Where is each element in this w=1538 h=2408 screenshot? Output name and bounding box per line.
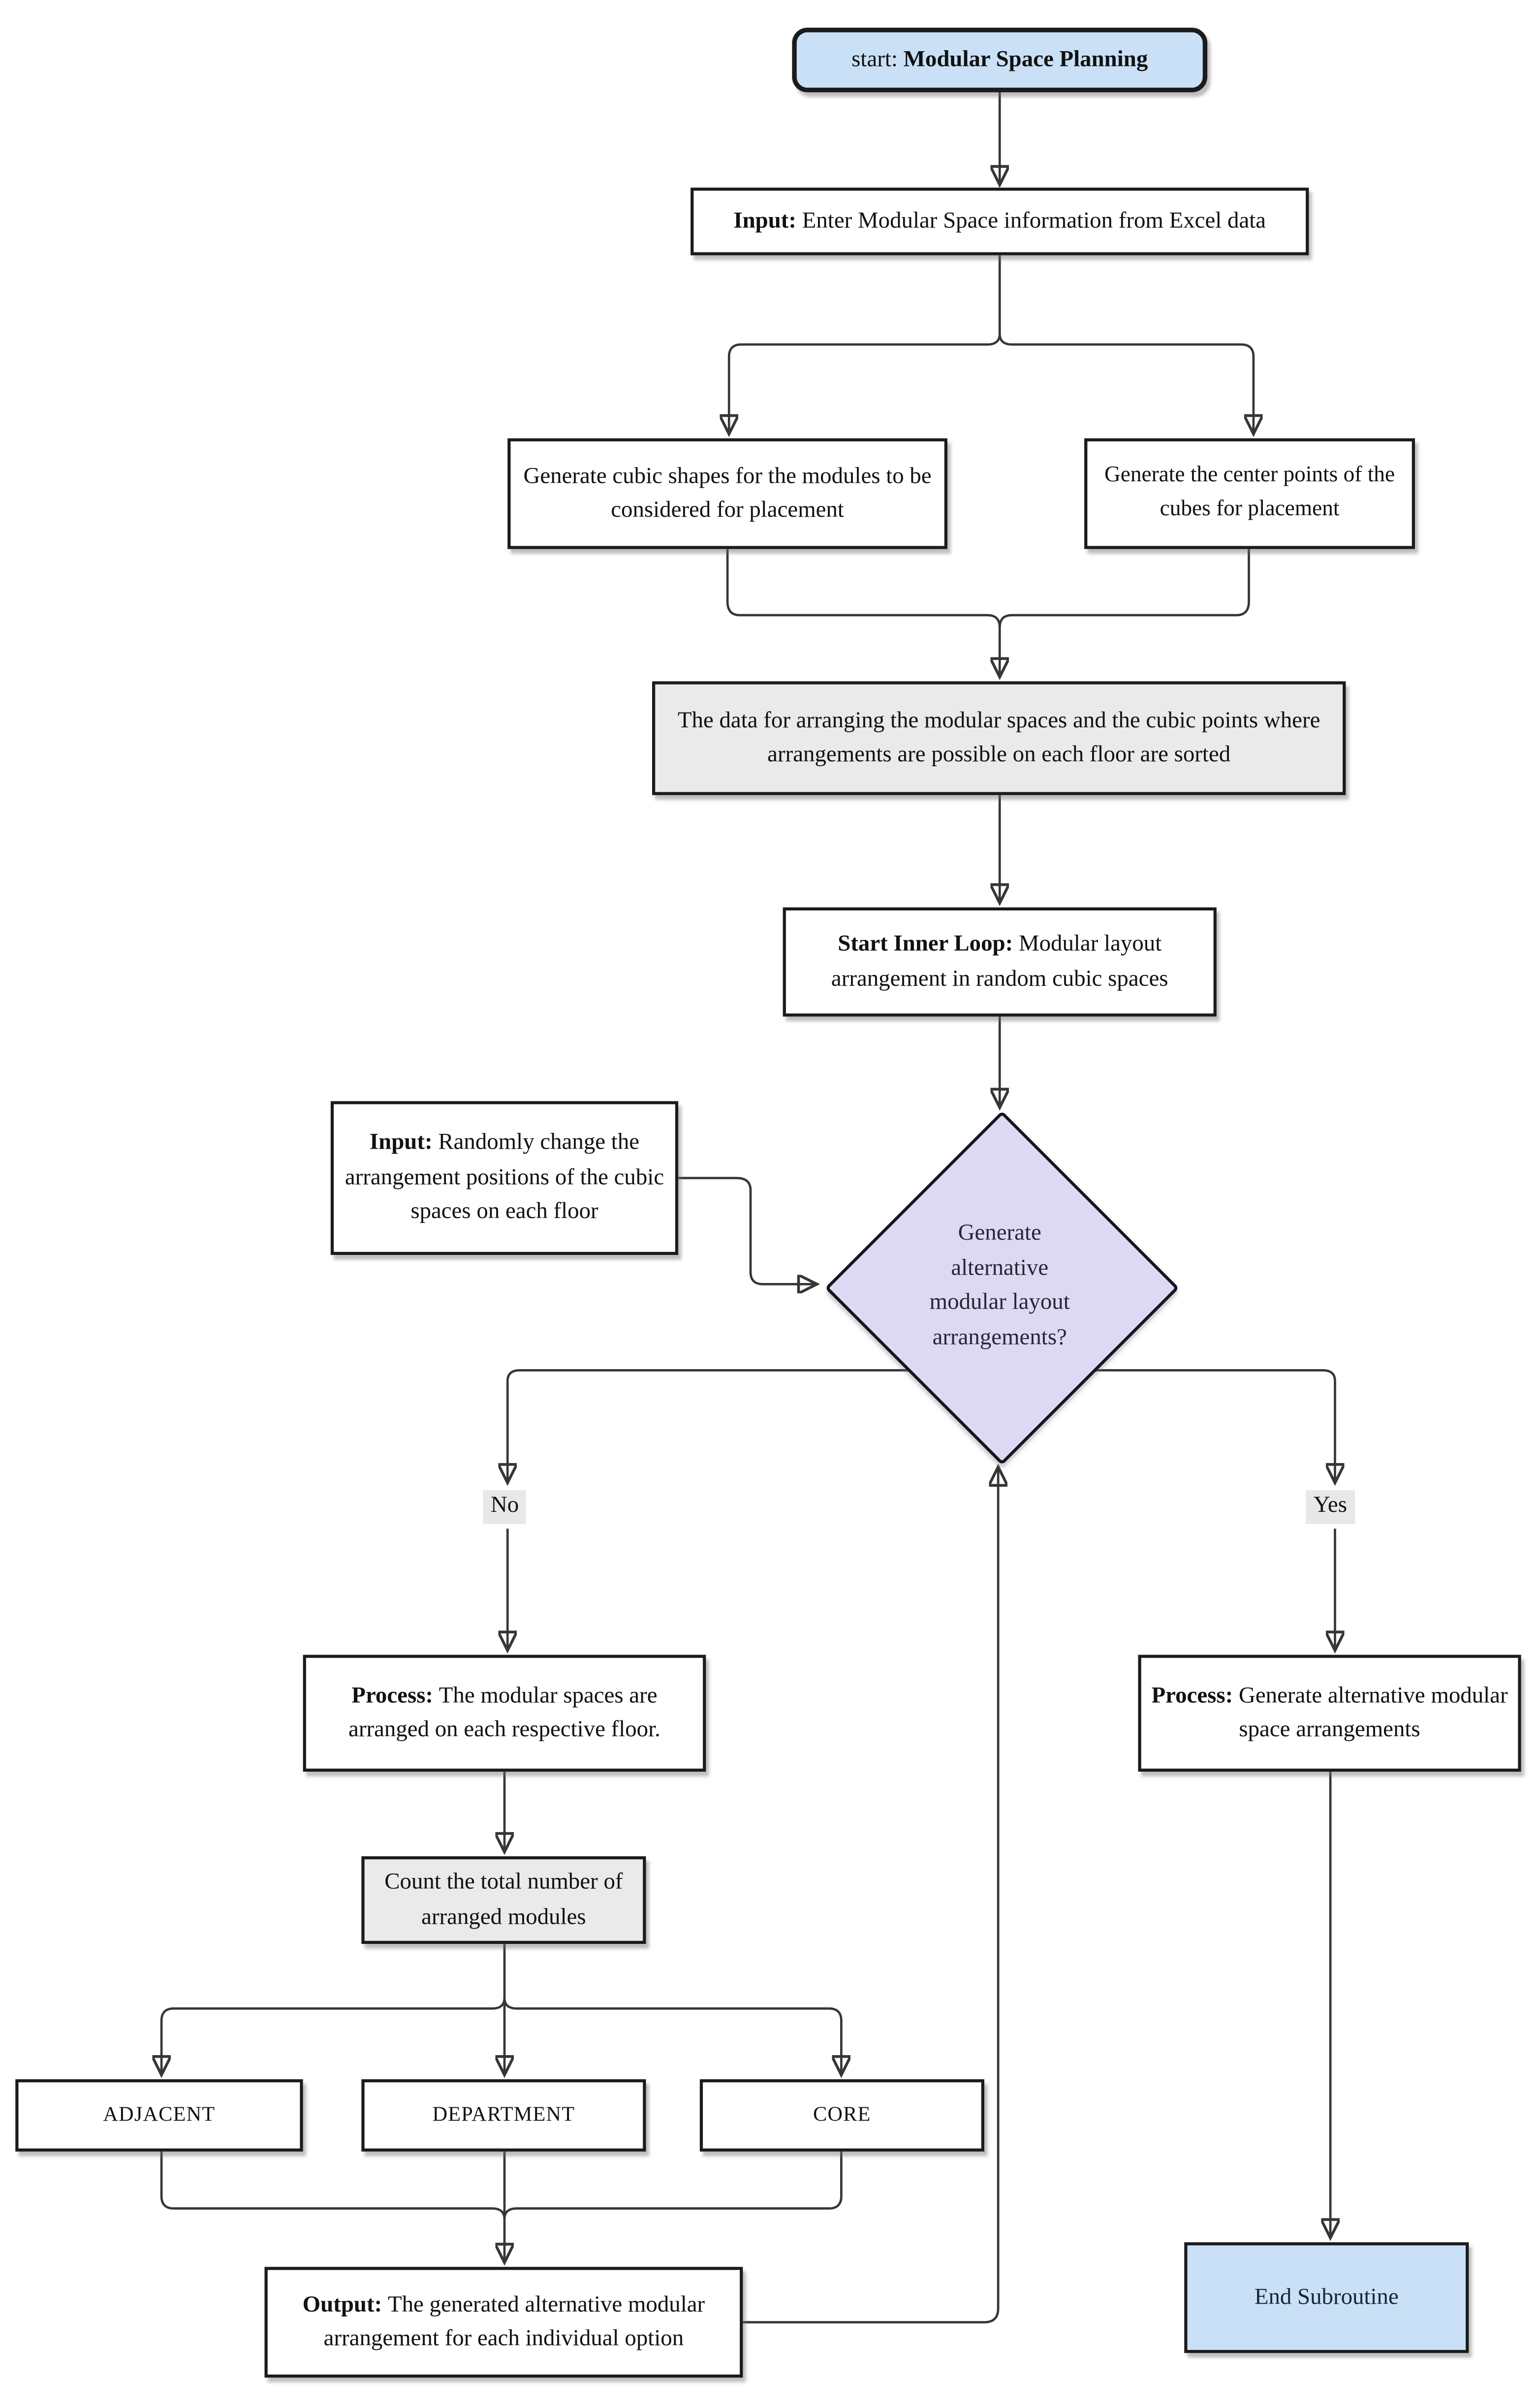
edge-output-to-decision-feedback — [743, 1469, 998, 2324]
count-node: Count the total number of arranged modul… — [361, 1856, 646, 1944]
inner-loop-node: Start Inner Loop:Modular layout arrangem… — [783, 907, 1217, 1017]
core-label: CORE — [813, 2103, 871, 2126]
start-node: start:Modular Space Planning — [792, 28, 1208, 93]
count-label: Count the total number of arranged modul… — [384, 1870, 623, 1930]
process-no-label: Process:The modular spaces are arranged … — [348, 1683, 660, 1743]
input-excel-node: Input:Enter Modular Space information fr… — [691, 188, 1309, 255]
edge-genshapes-to-merge — [726, 549, 1001, 628]
generate-points-node: Generate the center points of the cubes … — [1084, 438, 1415, 549]
sort-data-label: The data for arranging the modular space… — [677, 708, 1320, 768]
process-yes-label: Process:Generate alternative modular spa… — [1151, 1683, 1508, 1743]
input-random-label: Input:Randomly change the arrangement po… — [345, 1130, 664, 1225]
edge-count-to-core — [503, 1998, 841, 2073]
edge-label-yes: Yes — [1306, 1490, 1355, 1524]
edge-count-to-adjacent — [161, 1998, 506, 2073]
edge-split-to-genshapes — [729, 333, 1001, 432]
adjacent-node: ADJACENT — [15, 2079, 303, 2152]
edge-label-no: No — [483, 1490, 527, 1524]
core-node: CORE — [699, 2079, 984, 2152]
input-random-node: Input:Randomly change the arrangement po… — [330, 1101, 679, 1255]
adjacent-label: ADJACENT — [103, 2103, 216, 2126]
input-excel-label: Input:Enter Modular Space information fr… — [733, 209, 1266, 234]
edge-core-to-merge — [503, 2151, 843, 2220]
process-yes-node: Process:Generate alternative modular spa… — [1138, 1655, 1521, 1772]
department-label: DEPARTMENT — [432, 2103, 575, 2126]
edge-genpoints-to-merge — [998, 549, 1250, 628]
edge-split-to-genpoints — [998, 333, 1254, 432]
process-no-node: Process:The modular spaces are arranged … — [303, 1655, 706, 1772]
inner-loop-label: Start Inner Loop:Modular layout arrangem… — [831, 932, 1168, 992]
decision-label: Generate alternative modular layout arra… — [929, 1221, 1070, 1350]
generate-points-label: Generate the center points of the cubes … — [1104, 463, 1395, 522]
start-node-label: start:Modular Space Planning — [851, 47, 1148, 72]
generate-shapes-node: Generate cubic shapes for the modules to… — [507, 438, 947, 549]
end-label: End Subroutine — [1254, 2284, 1399, 2310]
edge-adjacent-to-merge — [160, 2151, 506, 2220]
edge-inputrandom-to-decision — [678, 1177, 815, 1284]
generate-shapes-label: Generate cubic shapes for the modules to… — [523, 464, 932, 523]
sort-data-node: The data for arranging the modular space… — [652, 681, 1346, 795]
department-node: DEPARTMENT — [361, 2079, 646, 2152]
output-label: Output:The generated alternative modular… — [302, 2292, 705, 2352]
output-node: Output:The generated alternative modular… — [264, 2267, 743, 2378]
end-node: End Subroutine — [1184, 2242, 1469, 2353]
